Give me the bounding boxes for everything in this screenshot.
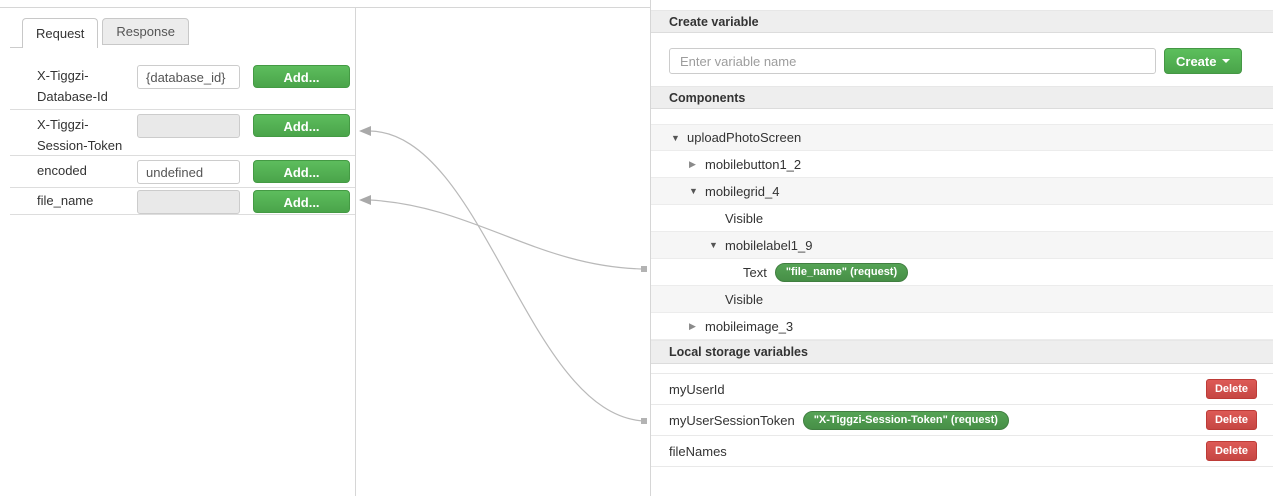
mapped-value-badge[interactable]: "X-Tiggzi-Session-Token" (request) (802, 410, 1009, 430)
param-name-line: Session-Token (37, 138, 123, 153)
page-top-border (0, 7, 1273, 8)
tabbar-border-stub (10, 47, 22, 48)
param-row-session-token: X-Tiggzi- Session-Token Add... (10, 110, 355, 156)
tree-node-label: mobilebutton1_2 (705, 156, 802, 172)
chevron-down-icon[interactable]: ▼ (689, 186, 698, 196)
create-button-label: Create (1176, 53, 1217, 69)
tree-node-label: Text (743, 264, 767, 280)
tree-node-label: Visible (725, 291, 764, 307)
delete-button[interactable]: Delete (1205, 410, 1257, 430)
tree-node-visible[interactable]: Visible (651, 286, 1273, 313)
components-header: Components (651, 86, 1273, 109)
delete-button[interactable]: Delete (1205, 379, 1257, 399)
components-tree: ▼ uploadPhotoScreen ▶ mobilebutton1_2 ▼ … (651, 124, 1273, 340)
caret-down-icon (1222, 59, 1231, 63)
add-button[interactable]: Add... (253, 114, 350, 137)
request-response-tabbar: Request Response (0, 18, 355, 48)
param-name-line: encoded (37, 163, 87, 178)
param-value-input (137, 114, 240, 138)
add-button[interactable]: Add... (253, 190, 350, 213)
param-name-line: file_name (37, 193, 94, 208)
connector-curve-session-token (369, 130, 645, 422)
connector-endpoint-square (641, 266, 647, 272)
arrow-left-icon (359, 126, 371, 136)
mapped-value-badge[interactable]: "file_name" (request) (774, 262, 909, 282)
delete-button[interactable]: Delete (1205, 441, 1257, 461)
create-button[interactable]: Create (1164, 48, 1243, 74)
storage-variable-name: myUserId (669, 381, 725, 397)
param-name-label: encoded (37, 160, 137, 181)
tab-request[interactable]: Request (22, 18, 99, 48)
create-variable-row: Create (651, 33, 1273, 86)
param-value-input[interactable] (137, 160, 240, 184)
tree-node-mobilegrid_4[interactable]: ▼ mobilegrid_4 (651, 178, 1273, 205)
local-storage-header: Local storage variables (651, 340, 1273, 364)
tree-node-label: mobilegrid_4 (705, 183, 780, 199)
add-button[interactable]: Add... (253, 65, 350, 88)
param-value-input[interactable] (137, 65, 240, 89)
tab-response[interactable]: Response (102, 18, 189, 45)
storage-variable-name: fileNames (669, 443, 727, 459)
tree-node-label: Visible (725, 210, 764, 226)
service-mapping-source-panel: Request Response X-Tiggzi- Database-Id A… (0, 8, 356, 496)
param-value-input (137, 190, 240, 214)
chevron-right-icon[interactable]: ▶ (689, 158, 696, 169)
tree-node-mobilebutton1_2[interactable]: ▶ mobilebutton1_2 (651, 151, 1273, 178)
param-row-database-id: X-Tiggzi- Database-Id Add... (10, 48, 355, 110)
param-row-file-name: file_name Add... (10, 188, 355, 215)
param-name-line: Database-Id (37, 89, 108, 104)
chevron-right-icon[interactable]: ▶ (689, 320, 696, 331)
storage-row-myUserId: myUserId Delete (651, 374, 1273, 405)
tree-node-label: uploadPhotoScreen (687, 130, 802, 145)
param-name-line: X-Tiggzi- (37, 117, 89, 132)
variable-name-input[interactable] (669, 48, 1156, 74)
arrow-left-icon (359, 195, 371, 205)
param-name-line: X-Tiggzi- (37, 68, 89, 83)
param-name-label: X-Tiggzi- Database-Id (37, 65, 137, 107)
storage-row-fileNames: fileNames Delete (651, 436, 1273, 467)
mapping-connectors (359, 126, 647, 424)
mapping-target-panel: Create variable Create Components ▼ uplo… (650, 0, 1273, 496)
tree-node-label: mobileimage_3 (705, 318, 794, 334)
chevron-down-icon[interactable]: ▼ (671, 132, 680, 143)
tree-node-text[interactable]: Text "file_name" (request) (651, 259, 1273, 286)
create-variable-header: Create variable (651, 10, 1273, 33)
connector-curve-file-name (369, 199, 645, 270)
param-name-label: X-Tiggzi- Session-Token (37, 114, 137, 156)
tree-node-visible[interactable]: Visible (651, 205, 1273, 232)
storage-variable-name: myUserSessionToken (669, 412, 795, 428)
param-name-label: file_name (37, 190, 137, 211)
tree-node-uploadPhotoScreen[interactable]: ▼ uploadPhotoScreen (651, 124, 1273, 151)
param-row-encoded: encoded Add... (10, 156, 355, 188)
connector-endpoint-square (641, 418, 647, 424)
tree-node-label: mobilelabel1_9 (725, 237, 813, 253)
add-button[interactable]: Add... (253, 160, 350, 183)
chevron-down-icon[interactable]: ▼ (709, 240, 718, 250)
tree-node-mobilelabel1_9[interactable]: ▼ mobilelabel1_9 (651, 232, 1273, 259)
tree-node-mobileimage_3[interactable]: ▶ mobileimage_3 (651, 313, 1273, 340)
storage-row-myUserSessionToken: myUserSessionToken "X-Tiggzi-Session-Tok… (651, 405, 1273, 436)
local-storage-list: myUserId Delete myUserSessionToken "X-Ti… (651, 373, 1273, 467)
